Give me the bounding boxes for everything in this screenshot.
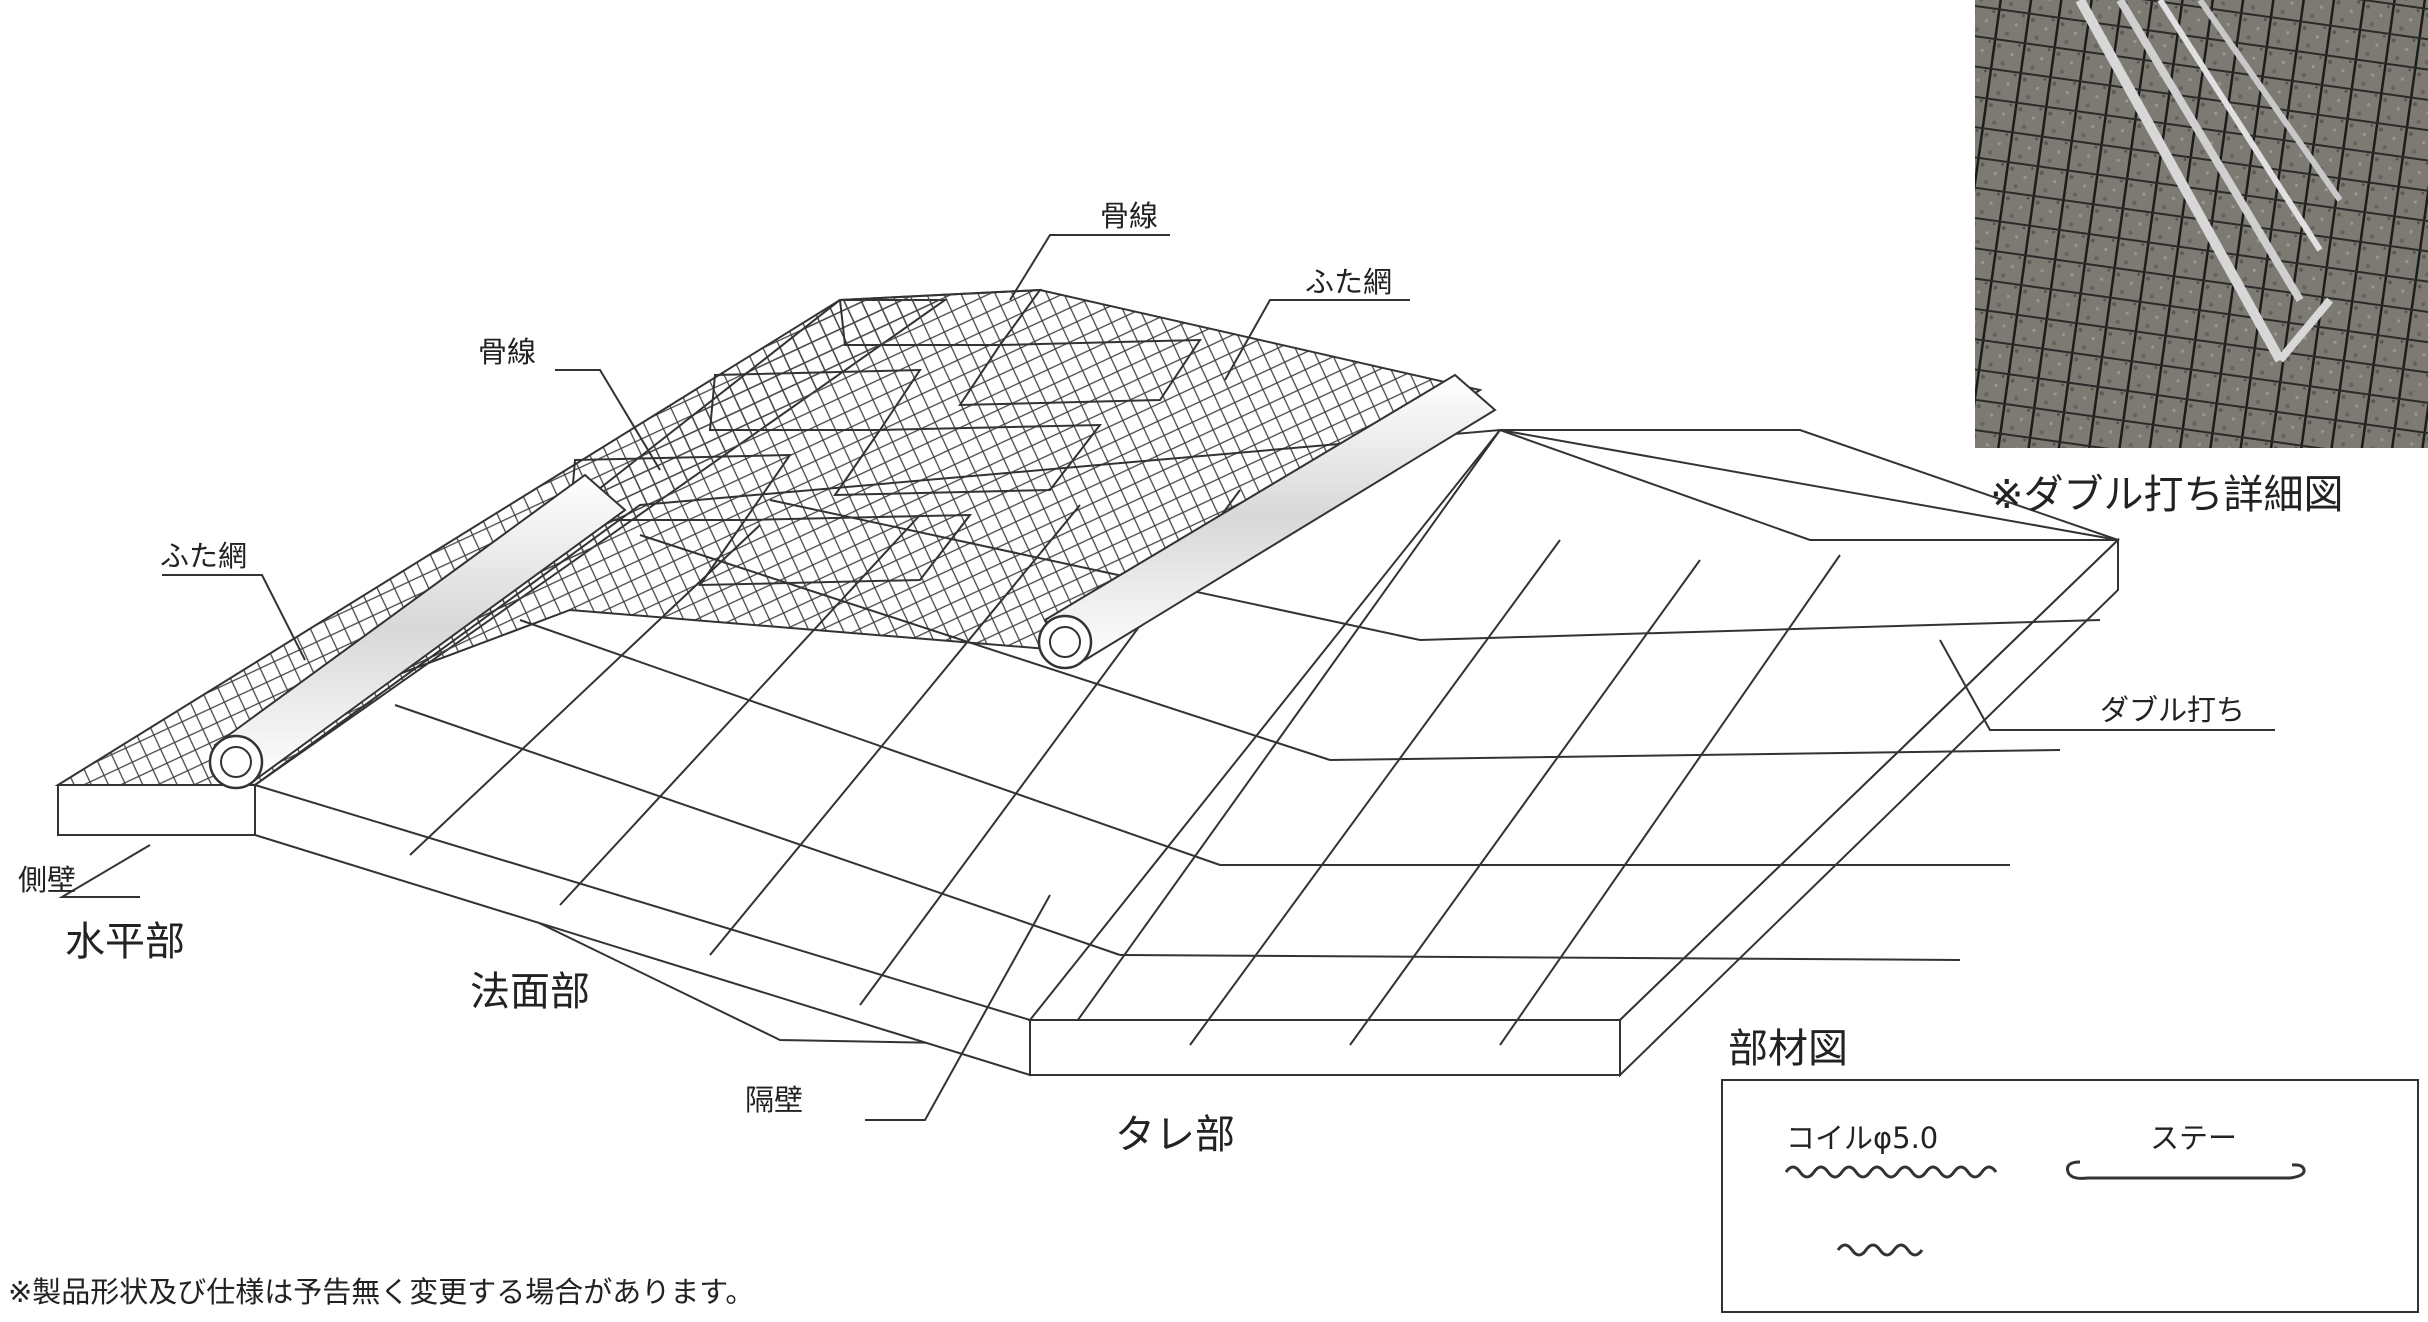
mattress-body: [54, 288, 2121, 1078]
short-coil-icon: [1836, 1243, 1924, 1257]
stay-label: ステー: [2150, 1121, 2237, 1155]
label-lid-mesh-left: ふた網: [160, 539, 247, 573]
photo-caption: ※ダブル打ち詳細図: [1990, 472, 2344, 518]
hanging-side-face: [1619, 537, 2119, 1078]
stay-icon: [2066, 1160, 2306, 1180]
coil-label: コイルφ5.0: [1786, 1121, 1938, 1155]
slope-part-top: [253, 428, 1503, 1047]
label-bone-wire-left: 骨線: [478, 335, 536, 369]
side-wall: [57, 784, 256, 836]
label-hanging-part: タレ部: [1115, 1112, 1235, 1158]
label-double-fastening: ダブル打ち: [2100, 693, 2245, 727]
hanging-front-face: [1029, 1019, 1621, 1076]
top-right-strip: [1499, 429, 2119, 541]
materials-title: 部材図: [1728, 1026, 1848, 1072]
label-bone-wire-top: 骨線: [1100, 199, 1158, 233]
label-side-wall: 側壁: [18, 863, 76, 897]
lid-cells: [568, 288, 1202, 587]
double-fastening-photo: [1975, 0, 2428, 448]
diaphragm-lines: [394, 489, 2101, 1046]
label-horizontal-part: 水平部: [65, 919, 185, 965]
disclaimer-note: ※製品形状及び仕様は予告無く変更する場合があります。: [8, 1275, 754, 1309]
rolled-lid-left: [208, 473, 627, 790]
slope-front-face: [254, 783, 1031, 1077]
materials-box: [1721, 1079, 2419, 1313]
coil-icon: [1784, 1165, 1998, 1179]
label-slope-part: 法面部: [470, 969, 590, 1015]
callout-lines: [58, 234, 2275, 1121]
label-diaphragm: 隔壁: [745, 1083, 803, 1117]
rolled-lid-right: [1037, 373, 1497, 670]
label-lid-mesh-right: ふた網: [1305, 265, 1392, 299]
